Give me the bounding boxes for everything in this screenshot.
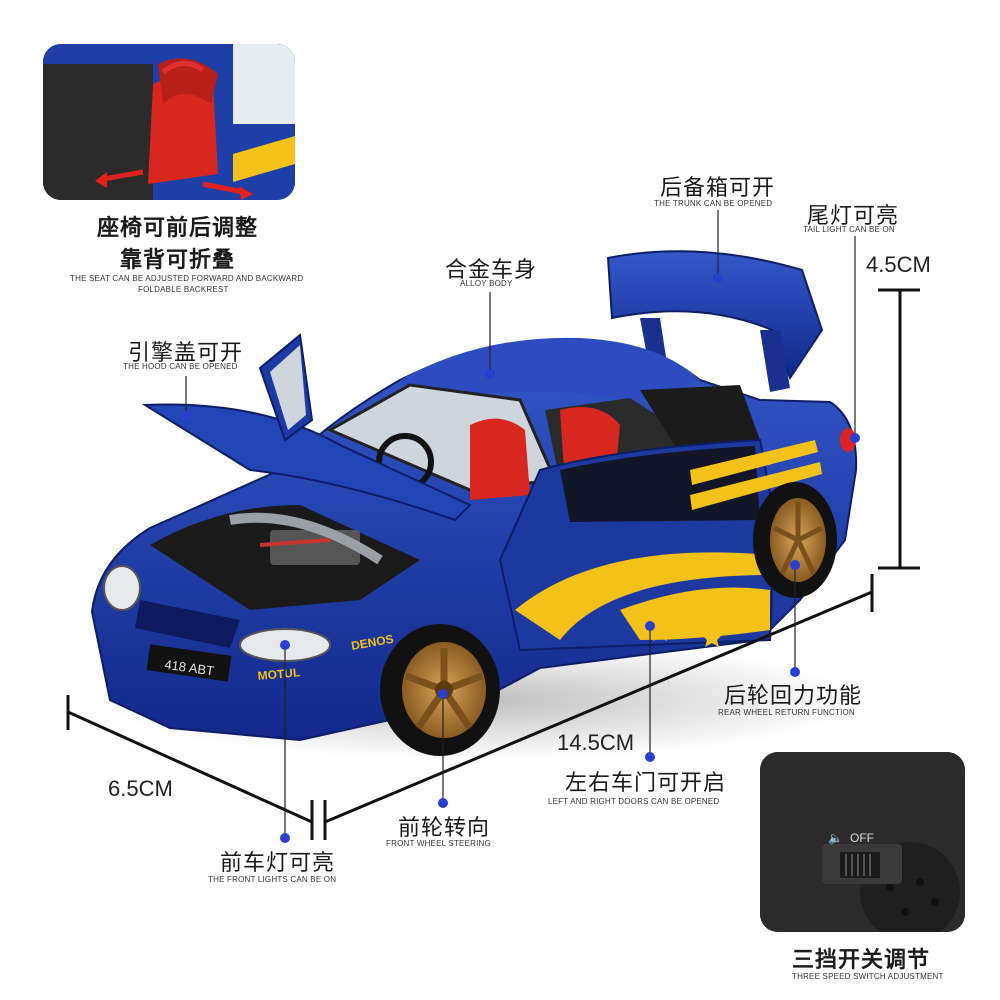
headlight-left <box>103 565 141 611</box>
seat-title-line1: 座椅可前后调整 <box>97 216 259 241</box>
seat-subtitle-line1: THE SEAT CAN BE ADJUSTED FORWARD AND BAC… <box>70 274 304 283</box>
tail-light-subtitle: TAIL LIGHT CAN BE ON <box>803 225 895 234</box>
trunk-title: 后备箱可开 <box>660 176 776 201</box>
switch-title: 三挡开关调节 <box>792 948 931 973</box>
rear-wheel <box>753 482 837 598</box>
callout-leaders <box>185 210 856 838</box>
hood-subtitle: THE HOOD CAN BE OPENED <box>123 362 238 371</box>
rear-wheel-subtitle: REAR WHEEL RETURN FUNCTION <box>718 708 855 717</box>
seat-subtitle-line2: FOLDABLE BACKREST <box>138 285 229 294</box>
engine-bay <box>150 505 420 610</box>
trunk-subtitle: THE TRUNK CAN BE OPENED <box>654 199 773 208</box>
front-wheel-title: 前轮转向 <box>398 816 491 841</box>
front-light-title: 前车灯可亮 <box>220 851 336 876</box>
rear-wheel-title: 后轮回力功能 <box>724 684 863 709</box>
hood-title: 引擎盖可开 <box>128 341 244 366</box>
rear-stripes <box>690 440 822 510</box>
front-light-subtitle: THE FRONT LIGHTS CAN BE ON <box>208 875 337 884</box>
seat-inset-photo <box>43 44 295 200</box>
dimension-lines <box>66 288 920 840</box>
width-dimension: 6.5CM <box>108 776 173 801</box>
plate-text: 418 ABT <box>164 657 216 679</box>
front-wheel-subtitle: FRONT WHEEL STEERING <box>386 839 491 848</box>
car-roof <box>400 337 700 402</box>
alloy-body-title: 合金车身 <box>445 258 538 283</box>
seat-title-line2: 靠背可折叠 <box>120 248 236 273</box>
doors-title: 左右车门可开启 <box>565 771 727 796</box>
interior-seat-front <box>470 418 530 500</box>
tail-light-title: 尾灯可亮 <box>807 204 900 229</box>
height-dimension: 4.5CM <box>866 252 931 277</box>
switch-inset-photo: OFF 🔈 <box>760 752 965 932</box>
length-dimension: 14.5CM <box>557 730 635 755</box>
callout-dots <box>181 273 860 843</box>
switch-off-label: OFF <box>850 831 874 845</box>
speaker-icon: 🔈 <box>828 831 843 845</box>
license-plate <box>146 644 232 682</box>
open-hood <box>141 333 472 522</box>
front-grille <box>135 600 240 648</box>
doors-subtitle: LEFT AND RIGHT DOORS CAN BE OPENED <box>548 797 720 806</box>
motul-decal: MOTUL <box>257 665 301 683</box>
alloy-body-subtitle: ALLOY BODY <box>460 279 513 288</box>
switch-subtitle: THREE SPEED SWITCH ADJUSTMENT <box>792 972 944 981</box>
